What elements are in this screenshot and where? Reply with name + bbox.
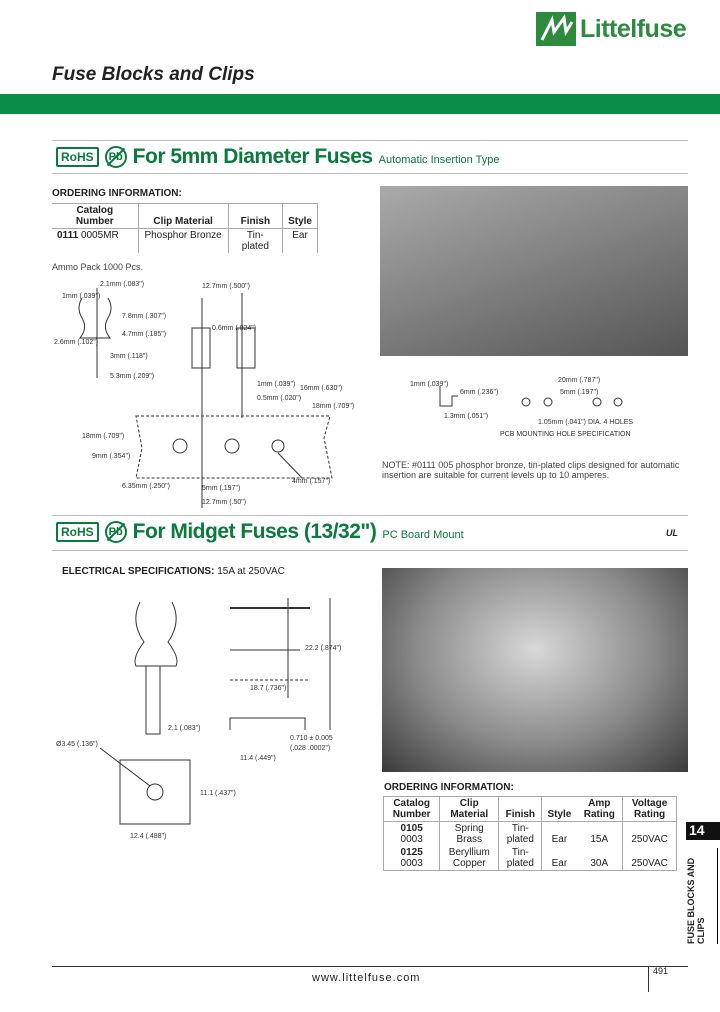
dim-label: 1mm (.039") (257, 381, 295, 388)
elec-value: 15A at 250VAC (217, 566, 285, 577)
ordering-label: ORDERING INFORMATION: (52, 188, 182, 199)
dim-label: 18mm (.709") (82, 433, 124, 440)
dim-label: 12.7mm (.50") (202, 499, 246, 506)
ammo-pack-note: Ammo Pack 1000 Pcs. (52, 262, 144, 272)
page-title: Fuse Blocks and Clips (52, 64, 255, 85)
catalog-prefix: 0111 (57, 230, 79, 241)
page-number: 491 (648, 966, 668, 992)
section2-subtitle: PC Board Mount (382, 529, 464, 541)
dim-label: 16mm (.630") (300, 385, 342, 392)
dim-label: 20mm (.787") (558, 377, 600, 384)
section-tab-number: 14 (686, 822, 720, 840)
col-header: Clip Material (439, 796, 499, 822)
divider (52, 140, 688, 141)
catalog-number: 0005MR (80, 230, 119, 241)
dim-label: 2.6mm (.102") (54, 339, 98, 346)
midget-clip-drawing: 2.1 (.083") 22.2 (.874") 18.7 (.736") 0.… (56, 598, 341, 840)
divider (52, 550, 688, 551)
col-header: Catalog Number (52, 203, 139, 229)
dim-label: 3mm (.118") (110, 353, 148, 360)
table-row: 0111 0005MR Phosphor Bronze Tin-plated E… (52, 228, 318, 253)
dim-label: 5.3mm (.209") (110, 373, 154, 380)
style: Ear (282, 228, 318, 253)
divider (52, 515, 688, 516)
dim-label: 1mm (.039") (62, 293, 100, 300)
dim-label: 0.710 ± 0.005 (290, 735, 333, 742)
littelfuse-logo-icon (536, 12, 576, 46)
col-header: Voltage Rating (622, 796, 677, 822)
dim-label: 1mm (.039") (410, 381, 448, 388)
littelfuse-logo: Littelfuse (536, 12, 687, 46)
dim-label: 4.7mm (.185") (122, 331, 166, 338)
holes-label: 1.05mm (.041") DIA. 4 HOLES (538, 419, 633, 426)
dim-label: 22.2 (.874") (305, 645, 341, 652)
divider (52, 173, 688, 174)
rohs-badge: RoHS (56, 522, 99, 542)
col-header: Catalog Number (383, 796, 440, 822)
col-header: Style (282, 203, 318, 229)
col-header: Finish (227, 203, 283, 229)
dim-label: 4mm (.157") (292, 478, 330, 485)
dim-label: 11.4 (.449") (240, 755, 276, 762)
header-band (0, 94, 720, 114)
dim-label: 0.6mm (.024") (212, 325, 256, 332)
dim-label: 5mm (.197") (202, 485, 240, 492)
dim-label: 18.7 (.736") (250, 685, 286, 692)
dim-label: 5mm (.197") (560, 389, 598, 396)
midget-clips-photo (382, 568, 688, 772)
footer-url[interactable]: www.littelfuse.com (312, 972, 421, 984)
dim-label: Ø3.45 (.136") (56, 741, 98, 748)
ul-recognized-icon: UL (666, 528, 678, 538)
dim-label: 0.5mm (.020") (257, 395, 301, 402)
elec-label: ELECTRICAL SPECIFICATIONS: (62, 566, 215, 577)
col-header: Finish (498, 796, 542, 822)
dim-label: 2.1 (.083") (168, 725, 200, 732)
col-header: Style (541, 796, 577, 822)
pcb-hole-drawing: 1mm (.039") 6mm (.236") 1.3mm (.051") 20… (410, 377, 633, 438)
pcb-caption: PCB MOUNTING HOLE SPECIFICATION (500, 431, 631, 438)
rohs-badge: RoHS (56, 147, 99, 167)
finish: Tin-plated (227, 228, 283, 253)
dim-label: 6mm (.236") (460, 389, 498, 396)
section2-title: For Midget Fuses (13/32") (132, 520, 377, 543)
lead-free-icon: Pb (104, 521, 127, 543)
section1-title: For 5mm Diameter Fuses (132, 145, 373, 168)
section1-subtitle: Automatic Insertion Type (378, 154, 500, 166)
col-header: Clip Material (137, 203, 229, 229)
dim-label: 18mm (.709") (312, 403, 354, 410)
section1-heading: RoHS Pb For 5mm Diameter Fuses Automatic… (56, 145, 499, 169)
ordering-label: ORDERING INFORMATION: (384, 782, 514, 793)
dim-label: (.028 .0002") (290, 745, 330, 752)
col-header: Amp Rating (576, 796, 623, 822)
dim-label: 2.1mm (.083") (100, 281, 144, 288)
section2-heading: RoHS Pb For Midget Fuses (13/32") PC Boa… (56, 520, 464, 544)
clips-photo (380, 186, 688, 356)
dim-label: 9mm (.354") (92, 453, 130, 460)
dim-label: 1.3mm (.051") (444, 413, 488, 420)
note: NOTE: #0111 005 phosphor bronze, tin-pla… (382, 460, 680, 480)
clip-material: Phosphor Bronze (137, 228, 229, 253)
section-tab-label: FUSE BLOCKS AND CLIPS (686, 848, 718, 944)
dim-label: 6.35mm (.250") (122, 483, 170, 490)
clip-dimension-drawing: 1mm (.039") 2.1mm (.083") 7.8mm (.307") … (54, 281, 354, 508)
dim-label: 11.1 (.437") (200, 790, 236, 797)
dim-label: 7.8mm (.307") (122, 313, 166, 320)
dim-label: 12.4 (.488") (130, 833, 166, 840)
electrical-specs: ELECTRICAL SPECIFICATIONS: 15A at 250VAC (62, 566, 285, 577)
footer-line (52, 966, 688, 967)
lead-free-icon: Pb (104, 146, 127, 168)
dim-label: 12.7mm (.500") (202, 283, 250, 290)
